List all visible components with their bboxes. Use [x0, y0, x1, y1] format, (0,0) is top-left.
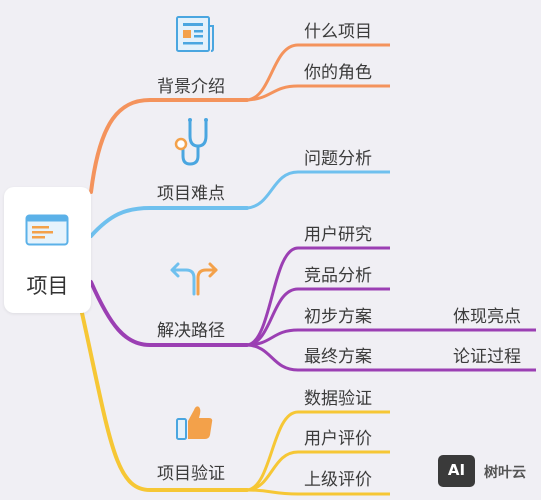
child-your-role[interactable]: 你的角色 — [304, 63, 372, 83]
child-what-project[interactable]: 什么项目 — [304, 22, 372, 42]
child-superior-review[interactable]: 上级评价 — [304, 470, 372, 490]
grandchild-highlight[interactable]: 体现亮点 — [453, 307, 521, 327]
child-problem-analysis[interactable]: 问题分析 — [304, 149, 372, 169]
branch-label-difficulty[interactable]: 项目难点 — [157, 184, 225, 204]
connector-solution-3 — [246, 328, 390, 347]
newspaper-icon — [176, 16, 214, 52]
watermark-logo: AI — [438, 455, 475, 487]
document-window-icon — [25, 214, 69, 246]
watermark-text: 树叶云 — [484, 465, 526, 481]
connector-root-solution — [89, 280, 249, 347]
watermark: AI 树叶云 — [438, 455, 538, 489]
connector-background-2 — [246, 84, 390, 102]
connector-validation-2 — [246, 450, 390, 492]
child-competitor-analysis[interactable]: 竞品分析 — [304, 266, 372, 286]
connector-root-difficulty — [89, 206, 249, 238]
grandchild-argument[interactable]: 论证过程 — [453, 347, 521, 367]
connector-root-validation — [80, 311, 249, 492]
child-user-review[interactable]: 用户评价 — [304, 429, 372, 449]
split-arrows-icon — [170, 262, 218, 296]
connector-solution-1 — [246, 246, 390, 347]
branch-label-validation[interactable]: 项目验证 — [157, 464, 225, 484]
stethoscope-icon — [174, 118, 208, 166]
connector-background-1 — [246, 43, 390, 102]
child-user-research[interactable]: 用户研究 — [304, 225, 372, 245]
thumbs-up-icon — [176, 406, 213, 440]
child-data-validation[interactable]: 数据验证 — [304, 389, 372, 409]
branch-label-background[interactable]: 背景介绍 — [157, 77, 225, 97]
child-initial-plan[interactable]: 初步方案 — [304, 307, 372, 327]
root-node[interactable]: 项目 — [4, 187, 91, 313]
root-label: 项目 — [26, 274, 69, 298]
connector-validation-1 — [246, 410, 390, 492]
connector-validation-3 — [246, 488, 390, 496]
branch-label-solution[interactable]: 解决路径 — [157, 321, 225, 341]
connector-solution-2 — [246, 287, 390, 347]
connector-solution-4 — [246, 343, 390, 372]
child-final-plan[interactable]: 最终方案 — [304, 347, 372, 367]
connector-difficulty-1 — [246, 170, 390, 210]
connector-root-background — [89, 98, 249, 194]
